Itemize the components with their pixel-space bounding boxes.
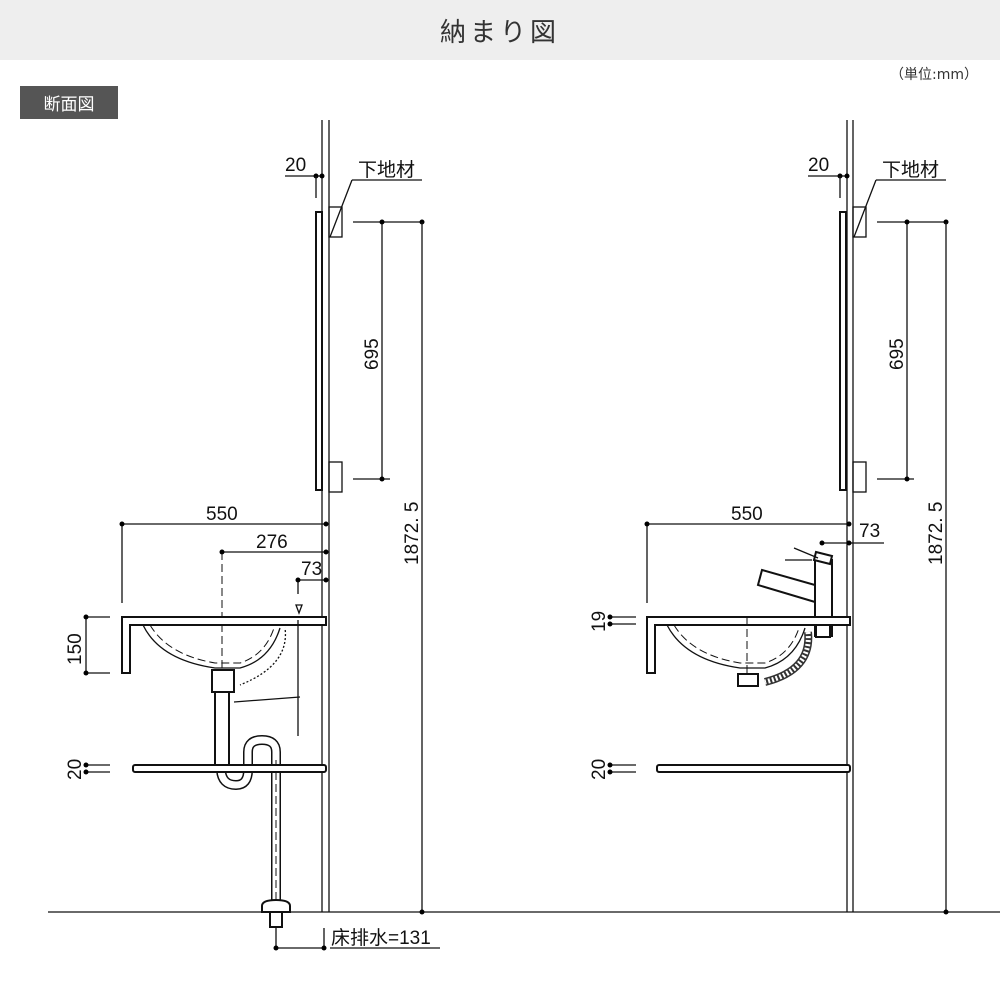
base-material-label: 下地材 [882,159,939,181]
shelf [132,764,327,773]
mirror-height-dim: 695 [362,338,383,370]
width-dim: 550 [206,504,238,525]
drain-offset-dim: 276 [256,532,288,553]
right-section: 下地材 20 695 1872. 5 550 73 19 20 [589,120,949,915]
shelf-dim: 20 [65,759,86,780]
faucet-offset-dim: 73 [301,559,322,580]
total-height-dim: 1872. 5 [926,502,947,565]
floor-drain-dim: 床排水=131 [331,927,431,949]
left-section: 下地材 20 695 1872. 5 550 276 73 150 20 床排水… [65,120,440,951]
width-dim: 550 [731,504,763,525]
unit-label: （単位:mm） [890,67,978,83]
wall-dim: 20 [285,155,306,176]
shelf-dim: 20 [589,759,610,780]
mirror [839,211,847,491]
total-height-dim: 1872. 5 [402,502,423,565]
page-title: 納まり図 [0,0,1000,60]
counter-thickness-dim: 19 [589,611,610,632]
counter-height-dim: 150 [65,633,86,665]
counter [646,616,851,674]
wall-dim: 20 [808,155,829,176]
mirror-height-dim: 695 [887,338,908,370]
counter [121,616,327,674]
base-material-label: 下地材 [358,159,415,181]
section-label: 断面図 [20,86,118,119]
mirror [315,211,323,491]
faucet-offset-dim: 73 [859,521,880,542]
shelf [656,764,851,773]
